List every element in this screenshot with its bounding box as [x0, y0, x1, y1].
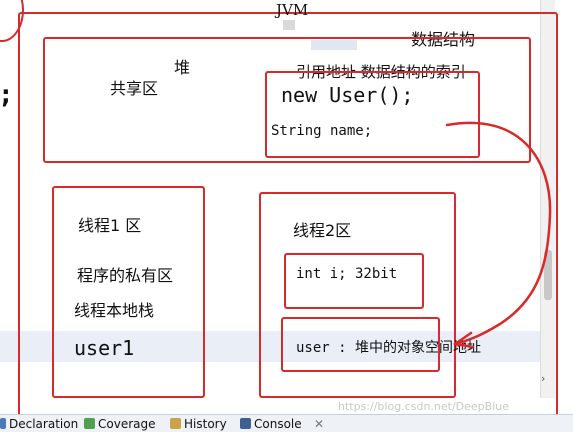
watermark: https://blog.csdn.net/DeepBlue	[338, 400, 509, 413]
user1-variable: user1	[74, 336, 135, 360]
thread-stack-label: 线程本地栈	[74, 301, 155, 320]
tab-console-label: Console	[254, 417, 302, 431]
editor-ruler-marker	[283, 20, 295, 30]
jvm-title: JVM	[276, 1, 309, 19]
object-box	[265, 71, 480, 158]
thread2-title: 线程2区	[293, 221, 352, 240]
thread1-box	[52, 186, 205, 398]
close-tab-icon[interactable]: ✕	[314, 417, 325, 431]
scroll-down-arrow[interactable]: ›	[541, 372, 546, 385]
tab-history-label: History	[184, 417, 227, 431]
history-icon	[170, 418, 181, 429]
declaration-icon	[0, 418, 6, 429]
int-i-box	[284, 253, 424, 309]
shared-area-label: 共享区	[110, 79, 159, 98]
left-margin-semicolon: ;	[0, 80, 14, 110]
user-ref-box	[281, 317, 440, 372]
tab-declaration[interactable]: Declaration	[0, 417, 78, 431]
int-i-code: int i; 32bit	[296, 266, 398, 282]
thread1-title: 线程1 区	[78, 216, 142, 235]
tab-console[interactable]: Console	[240, 417, 302, 431]
private-area-label: 程序的私有区	[77, 266, 174, 285]
user-ref-text: user : 堆中的对象空间地址	[296, 337, 481, 357]
heap-label: 堆	[174, 58, 191, 77]
bottom-tab-bar: Declaration Coverage History Console ✕	[0, 414, 573, 432]
data-structure-label: 数据结构	[411, 30, 476, 49]
console-icon	[240, 418, 251, 429]
coverage-icon	[84, 418, 95, 429]
editor-selection-fragment	[311, 40, 357, 50]
scrollbar-thumb[interactable]	[544, 250, 552, 300]
tab-declaration-label: Declaration	[9, 417, 79, 431]
tab-history[interactable]: History	[170, 417, 227, 431]
tab-coverage[interactable]: Coverage	[84, 417, 156, 431]
thread2-box	[259, 192, 456, 398]
tab-coverage-label: Coverage	[98, 417, 156, 431]
string-name-code: String name;	[271, 123, 373, 139]
vertical-scrollbar[interactable]	[540, 0, 555, 398]
heap-box	[43, 37, 531, 163]
user-ref-label: user : 堆中的对象空间地址	[296, 340, 482, 356]
current-line-highlight	[0, 331, 540, 362]
new-user-code: new User();	[281, 83, 414, 107]
